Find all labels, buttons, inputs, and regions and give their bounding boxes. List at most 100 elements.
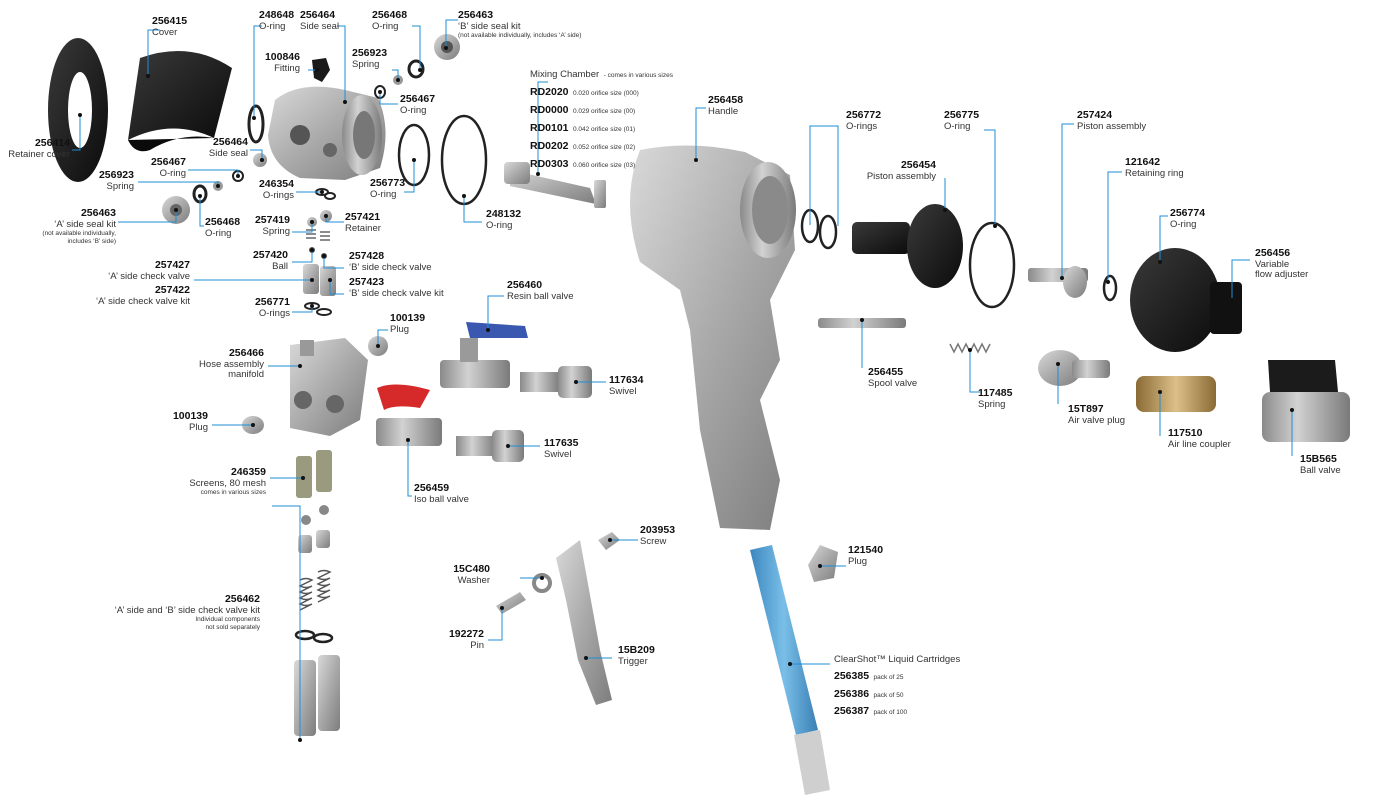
part-number: 257424 (1077, 109, 1113, 121)
part-number: 256775 (944, 109, 980, 121)
label-256462: 256462 ‘A’ side and ‘B’ side check valve… (110, 593, 260, 631)
part-name: O-ring (486, 219, 513, 231)
part-number: 256466 (228, 347, 264, 359)
label-256467-side: 256467 O-ring (130, 156, 186, 179)
label-256455: 256455 Spool valve (868, 366, 917, 389)
retaining-ring-121642-illustration (1102, 274, 1118, 302)
label-246354: 246354 O-rings (236, 178, 294, 201)
part-name: Swivel (609, 385, 637, 397)
label-248132: 248132 O-ring (486, 208, 522, 231)
part-note: (not available individually, includes ‘A… (458, 32, 582, 40)
part-name: Resin ball valve (507, 290, 574, 302)
part-number: 117510 (1168, 427, 1203, 439)
washer-15C480-illustration (532, 573, 552, 593)
label-256466: 256466 Hose assembly manifold (188, 347, 264, 381)
part-name: Screw (640, 535, 667, 547)
part-number: 257420 (252, 249, 288, 261)
part-name: Retainer cover (8, 148, 70, 160)
label-256775: 256775 O-ring (944, 109, 980, 132)
label-15B209: 15B209 Trigger (618, 644, 655, 667)
part-name: Plug (188, 421, 208, 433)
label-192272: 192272 Pin (432, 628, 484, 651)
label-15B565: 15B565 Ball valve (1300, 453, 1341, 476)
part-number: 256468 (205, 216, 241, 228)
part-name: Ball valve (1300, 464, 1341, 476)
cartridge-pack-row: 256387 pack of 100 (834, 701, 984, 719)
label-117485: 117485 Spring (978, 387, 1012, 410)
part-number: 121540 (848, 544, 884, 556)
cartridge-pack-number: 256385 (834, 669, 870, 682)
part-name: ‘A’ side and ‘B’ side check valve kit (114, 604, 260, 616)
part-number: 100139 (390, 312, 426, 324)
label-256468-side: 256468 O-ring (205, 216, 241, 239)
label-256773: 256773 O-ring (370, 177, 405, 200)
part-number: 15T897 (1068, 403, 1104, 415)
part-name: Spring (106, 180, 134, 192)
part-name: ‘A’ side check valve (108, 270, 190, 282)
part-name: O-rings (262, 189, 294, 201)
mixing-size-row: RD0202 0.052 orifice size (02) (530, 136, 700, 154)
part-name: Variable (1255, 258, 1290, 270)
part-number: 248132 (486, 208, 522, 220)
label-100139-top: 100139 Plug (390, 312, 426, 335)
part-note: comes in various sizes (200, 489, 266, 497)
label-256463-a: 256463 ‘A’ side seal kit (not available … (20, 207, 116, 245)
part-number: 203953 (640, 524, 676, 536)
label-256464-side: 256464 Side seal (190, 136, 248, 159)
label-256774: 256774 O-ring (1170, 207, 1206, 230)
anchor-dots (78, 46, 1294, 742)
o-ring-248648-illustration (247, 104, 265, 144)
part-name: ‘B’ side check valve (349, 261, 432, 273)
retainer-cover-illustration (48, 38, 108, 182)
part-number: 256458 (708, 94, 744, 106)
label-256414: 256414 Retainer cover (0, 137, 70, 160)
label-257423: 257423 ‘B’ side check valve kit (349, 276, 444, 299)
mixing-size-row: RD0303 0.060 orifice size (03) (530, 154, 700, 172)
part-number: 192272 (448, 628, 484, 640)
part-name: O-ring (400, 104, 427, 116)
part-number: 256463 (458, 9, 494, 21)
o-ring-256468-b-illustration (407, 59, 425, 79)
part-name: Fitting (274, 62, 300, 74)
label-100846: 100846 Fitting (240, 51, 300, 74)
part-name: O-ring (370, 188, 397, 200)
trigger-15B209-illustration (556, 540, 612, 705)
part-name: O-rings (258, 307, 290, 319)
cover-illustration (128, 50, 232, 152)
cartridge-pack-row: 256385 pack of 25 (834, 666, 984, 684)
part-number: 256456 (1255, 247, 1291, 259)
part-note: Individual components (195, 616, 260, 624)
label-257427: 257427 ‘A’ side check valve (88, 259, 190, 282)
part-name: ‘B’ side seal kit (458, 20, 521, 32)
mixing-size-desc: 0.060 orifice size (03) (572, 161, 636, 169)
label-256468-top: 256468 O-ring (372, 9, 408, 32)
part-number: 256468 (372, 9, 408, 21)
label-256464-top: 256464 Side seal (300, 9, 339, 32)
cartridge-pack-desc: pack of 100 (873, 709, 908, 717)
mixing-size-number: RD0303 (530, 157, 569, 170)
part-number: 256467 (400, 93, 436, 105)
part-name: Spring (978, 398, 1006, 410)
part-name: manifold (228, 369, 264, 381)
label-256771: 256771 O-rings (232, 296, 290, 319)
label-256772: 256772 O-rings (846, 109, 881, 132)
part-number: 257422 (154, 284, 190, 296)
part-name: Pin (470, 639, 484, 651)
mixing-chamber-illustration (504, 162, 606, 208)
cartridge-pack-desc: pack of 50 (873, 691, 904, 699)
part-name: ‘A’ side seal kit (54, 218, 116, 230)
cartridge-pack-number: 256386 (834, 687, 870, 700)
part-note: (not available individually, (42, 230, 116, 238)
part-name: Spring (262, 225, 290, 237)
part-number: 121642 (1125, 156, 1161, 168)
part-name: O-ring (205, 227, 232, 239)
cartridge-pack-desc: pack of 25 (873, 673, 904, 681)
part-number: 256774 (1170, 207, 1206, 219)
part-note: includes ‘B’ side) (67, 237, 116, 245)
part-name: ‘A’ side check valve kit (96, 295, 190, 307)
plug-121540-illustration (808, 545, 838, 582)
air-line-coupler-117510-illustration (1136, 376, 1216, 412)
part-name: ‘B’ side check valve kit (349, 287, 444, 299)
label-257419: 257419 Spring (234, 214, 290, 237)
label-203953: 203953 Screw (640, 524, 676, 547)
